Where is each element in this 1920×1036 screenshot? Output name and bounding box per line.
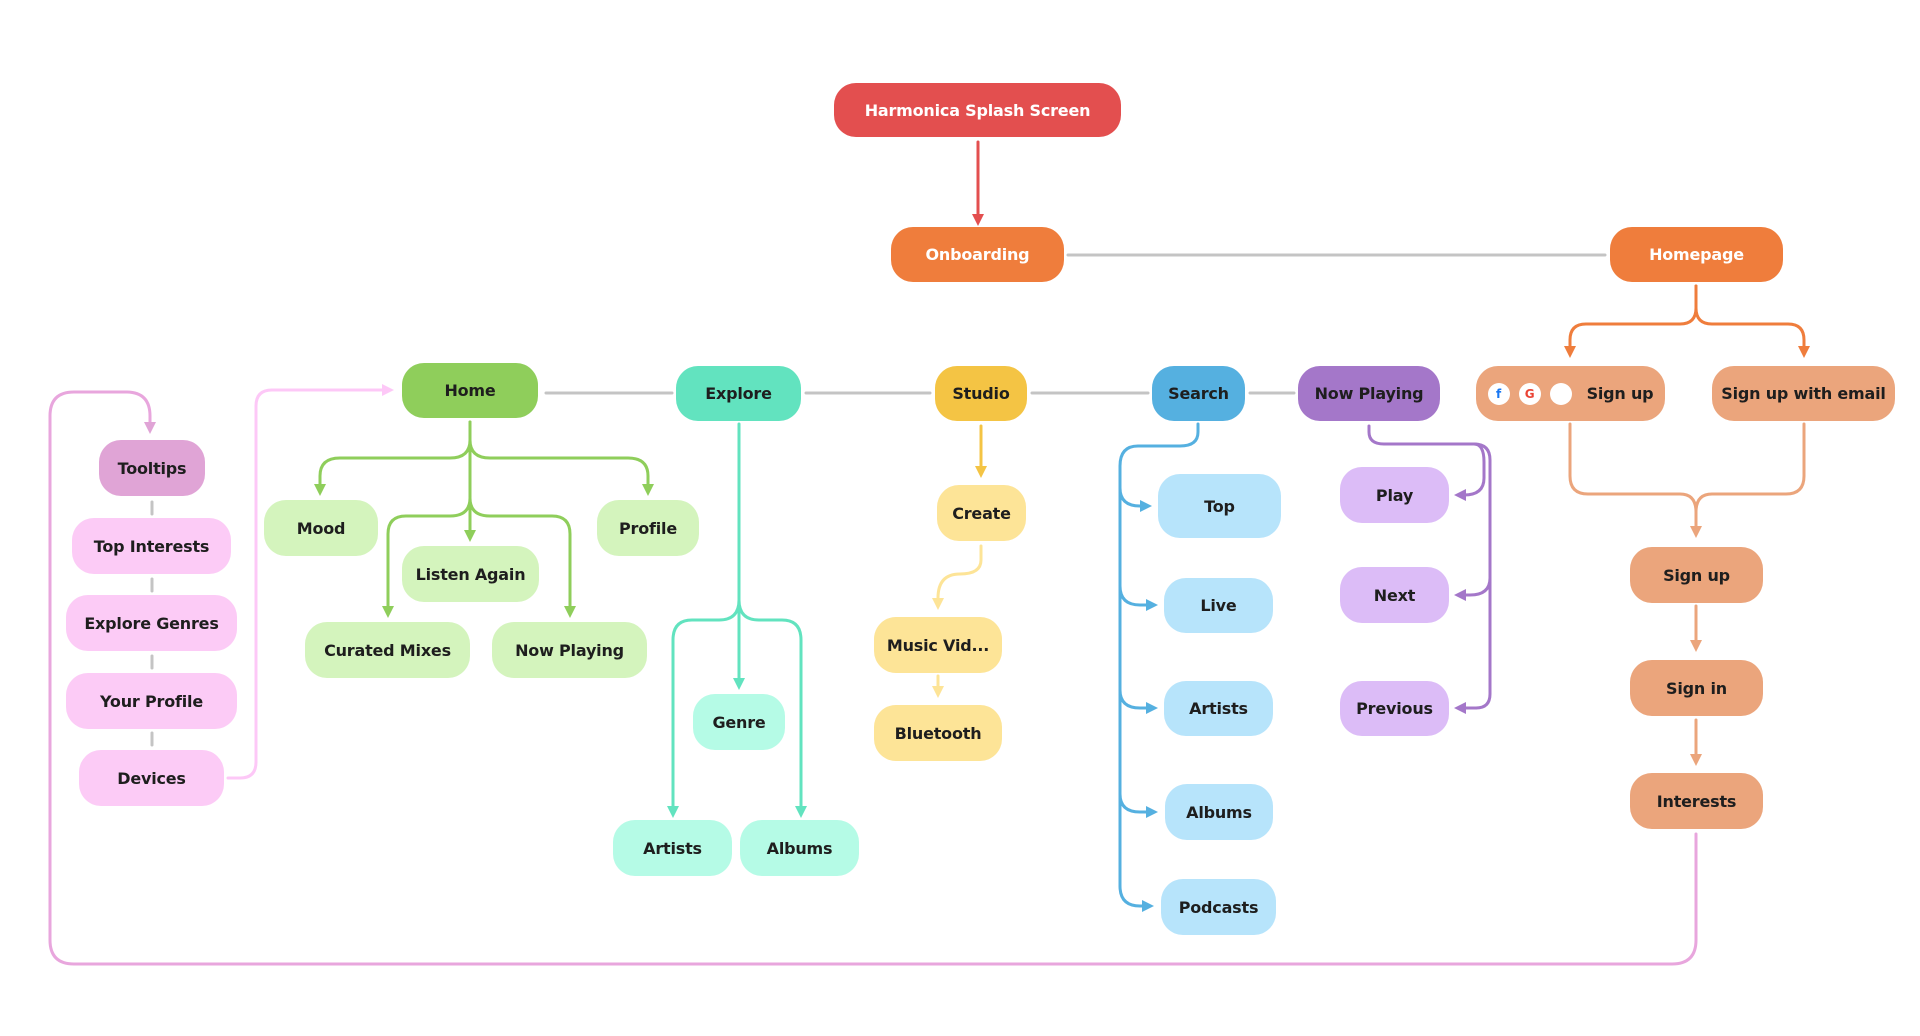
- signup-social-label: Sign up: [1586, 384, 1654, 403]
- node-your-profile[interactable]: Your Profile: [66, 673, 237, 729]
- edge-email-to-signup: [1694, 422, 1806, 514]
- edge-devices-home: [226, 384, 394, 780]
- edge-homepage-signup-email: [1694, 284, 1810, 358]
- node-top-interests[interactable]: Top Interests: [72, 518, 231, 574]
- node-tooltips[interactable]: Tooltips: [99, 440, 205, 496]
- node-profile[interactable]: Profile: [597, 500, 699, 556]
- node-bluetooth[interactable]: Bluetooth: [874, 705, 1002, 761]
- node-explore-genres[interactable]: Explore Genres: [66, 595, 237, 651]
- node-signup[interactable]: Sign up: [1630, 547, 1763, 603]
- node-signup-with-email[interactable]: Sign up with email: [1712, 366, 1895, 421]
- edge-search-top: [1118, 486, 1152, 512]
- node-splash-screen[interactable]: Harmonica Splash Screen: [834, 83, 1121, 137]
- node-studio[interactable]: Studio: [935, 366, 1027, 421]
- node-home-now-playing[interactable]: Now Playing: [492, 622, 647, 678]
- apple-icon[interactable]: [1549, 382, 1572, 405]
- edge-homepage-signup-social: [1564, 284, 1698, 358]
- node-devices[interactable]: Devices: [79, 750, 224, 806]
- node-explore-artists[interactable]: Artists: [613, 820, 732, 876]
- edge-nowplaying-spine: [1367, 424, 1492, 710]
- edge-search-podcasts: [1118, 884, 1154, 912]
- google-icon[interactable]: G: [1518, 382, 1541, 405]
- node-homepage[interactable]: Homepage: [1610, 227, 1783, 282]
- node-onboarding[interactable]: Onboarding: [891, 227, 1064, 282]
- node-create[interactable]: Create: [937, 485, 1026, 541]
- node-previous[interactable]: Previous: [1340, 681, 1449, 736]
- edge-explore-albums: [737, 598, 807, 818]
- node-search-artists[interactable]: Artists: [1164, 681, 1273, 736]
- node-search[interactable]: Search: [1152, 366, 1245, 421]
- edge-search-spine: [1118, 422, 1200, 888]
- edge-home-nowplaying: [468, 496, 576, 618]
- node-home[interactable]: Home: [402, 363, 538, 418]
- node-explore[interactable]: Explore: [676, 366, 801, 421]
- edge-home-mood: [314, 420, 472, 496]
- node-listen-again[interactable]: Listen Again: [402, 546, 539, 602]
- node-mood[interactable]: Mood: [264, 500, 378, 556]
- edge-search-artists: [1118, 688, 1158, 714]
- edge-search-live: [1118, 584, 1158, 611]
- node-signup-social[interactable]: f G Sign up: [1476, 366, 1665, 421]
- node-signin[interactable]: Sign in: [1630, 660, 1763, 716]
- edge-nowplaying-play: [1454, 442, 1486, 501]
- node-music-video[interactable]: Music Vid...: [874, 617, 1002, 673]
- node-search-live[interactable]: Live: [1164, 578, 1273, 633]
- node-search-podcasts[interactable]: Podcasts: [1161, 879, 1276, 935]
- node-genre[interactable]: Genre: [693, 694, 785, 750]
- edge-explore-artists: [667, 598, 741, 818]
- node-explore-albums[interactable]: Albums: [740, 820, 859, 876]
- edge-home-profile: [468, 438, 654, 496]
- edge-create-musicvideo: [932, 544, 983, 610]
- node-next[interactable]: Next: [1340, 567, 1449, 623]
- node-search-top[interactable]: Top: [1158, 474, 1281, 538]
- edge-social-to-signup: [1568, 422, 1702, 538]
- edge-nowplaying-next: [1454, 576, 1492, 601]
- node-search-albums[interactable]: Albums: [1165, 784, 1273, 840]
- node-interests[interactable]: Interests: [1630, 773, 1763, 829]
- edge-interests-loop: [48, 390, 1698, 966]
- node-curated-mixes[interactable]: Curated Mixes: [305, 622, 470, 678]
- node-play[interactable]: Play: [1340, 467, 1449, 523]
- node-now-playing[interactable]: Now Playing: [1298, 366, 1440, 421]
- edge-home-curatedmixes: [382, 496, 472, 618]
- facebook-icon[interactable]: f: [1487, 382, 1510, 405]
- edge-search-albums: [1118, 792, 1158, 818]
